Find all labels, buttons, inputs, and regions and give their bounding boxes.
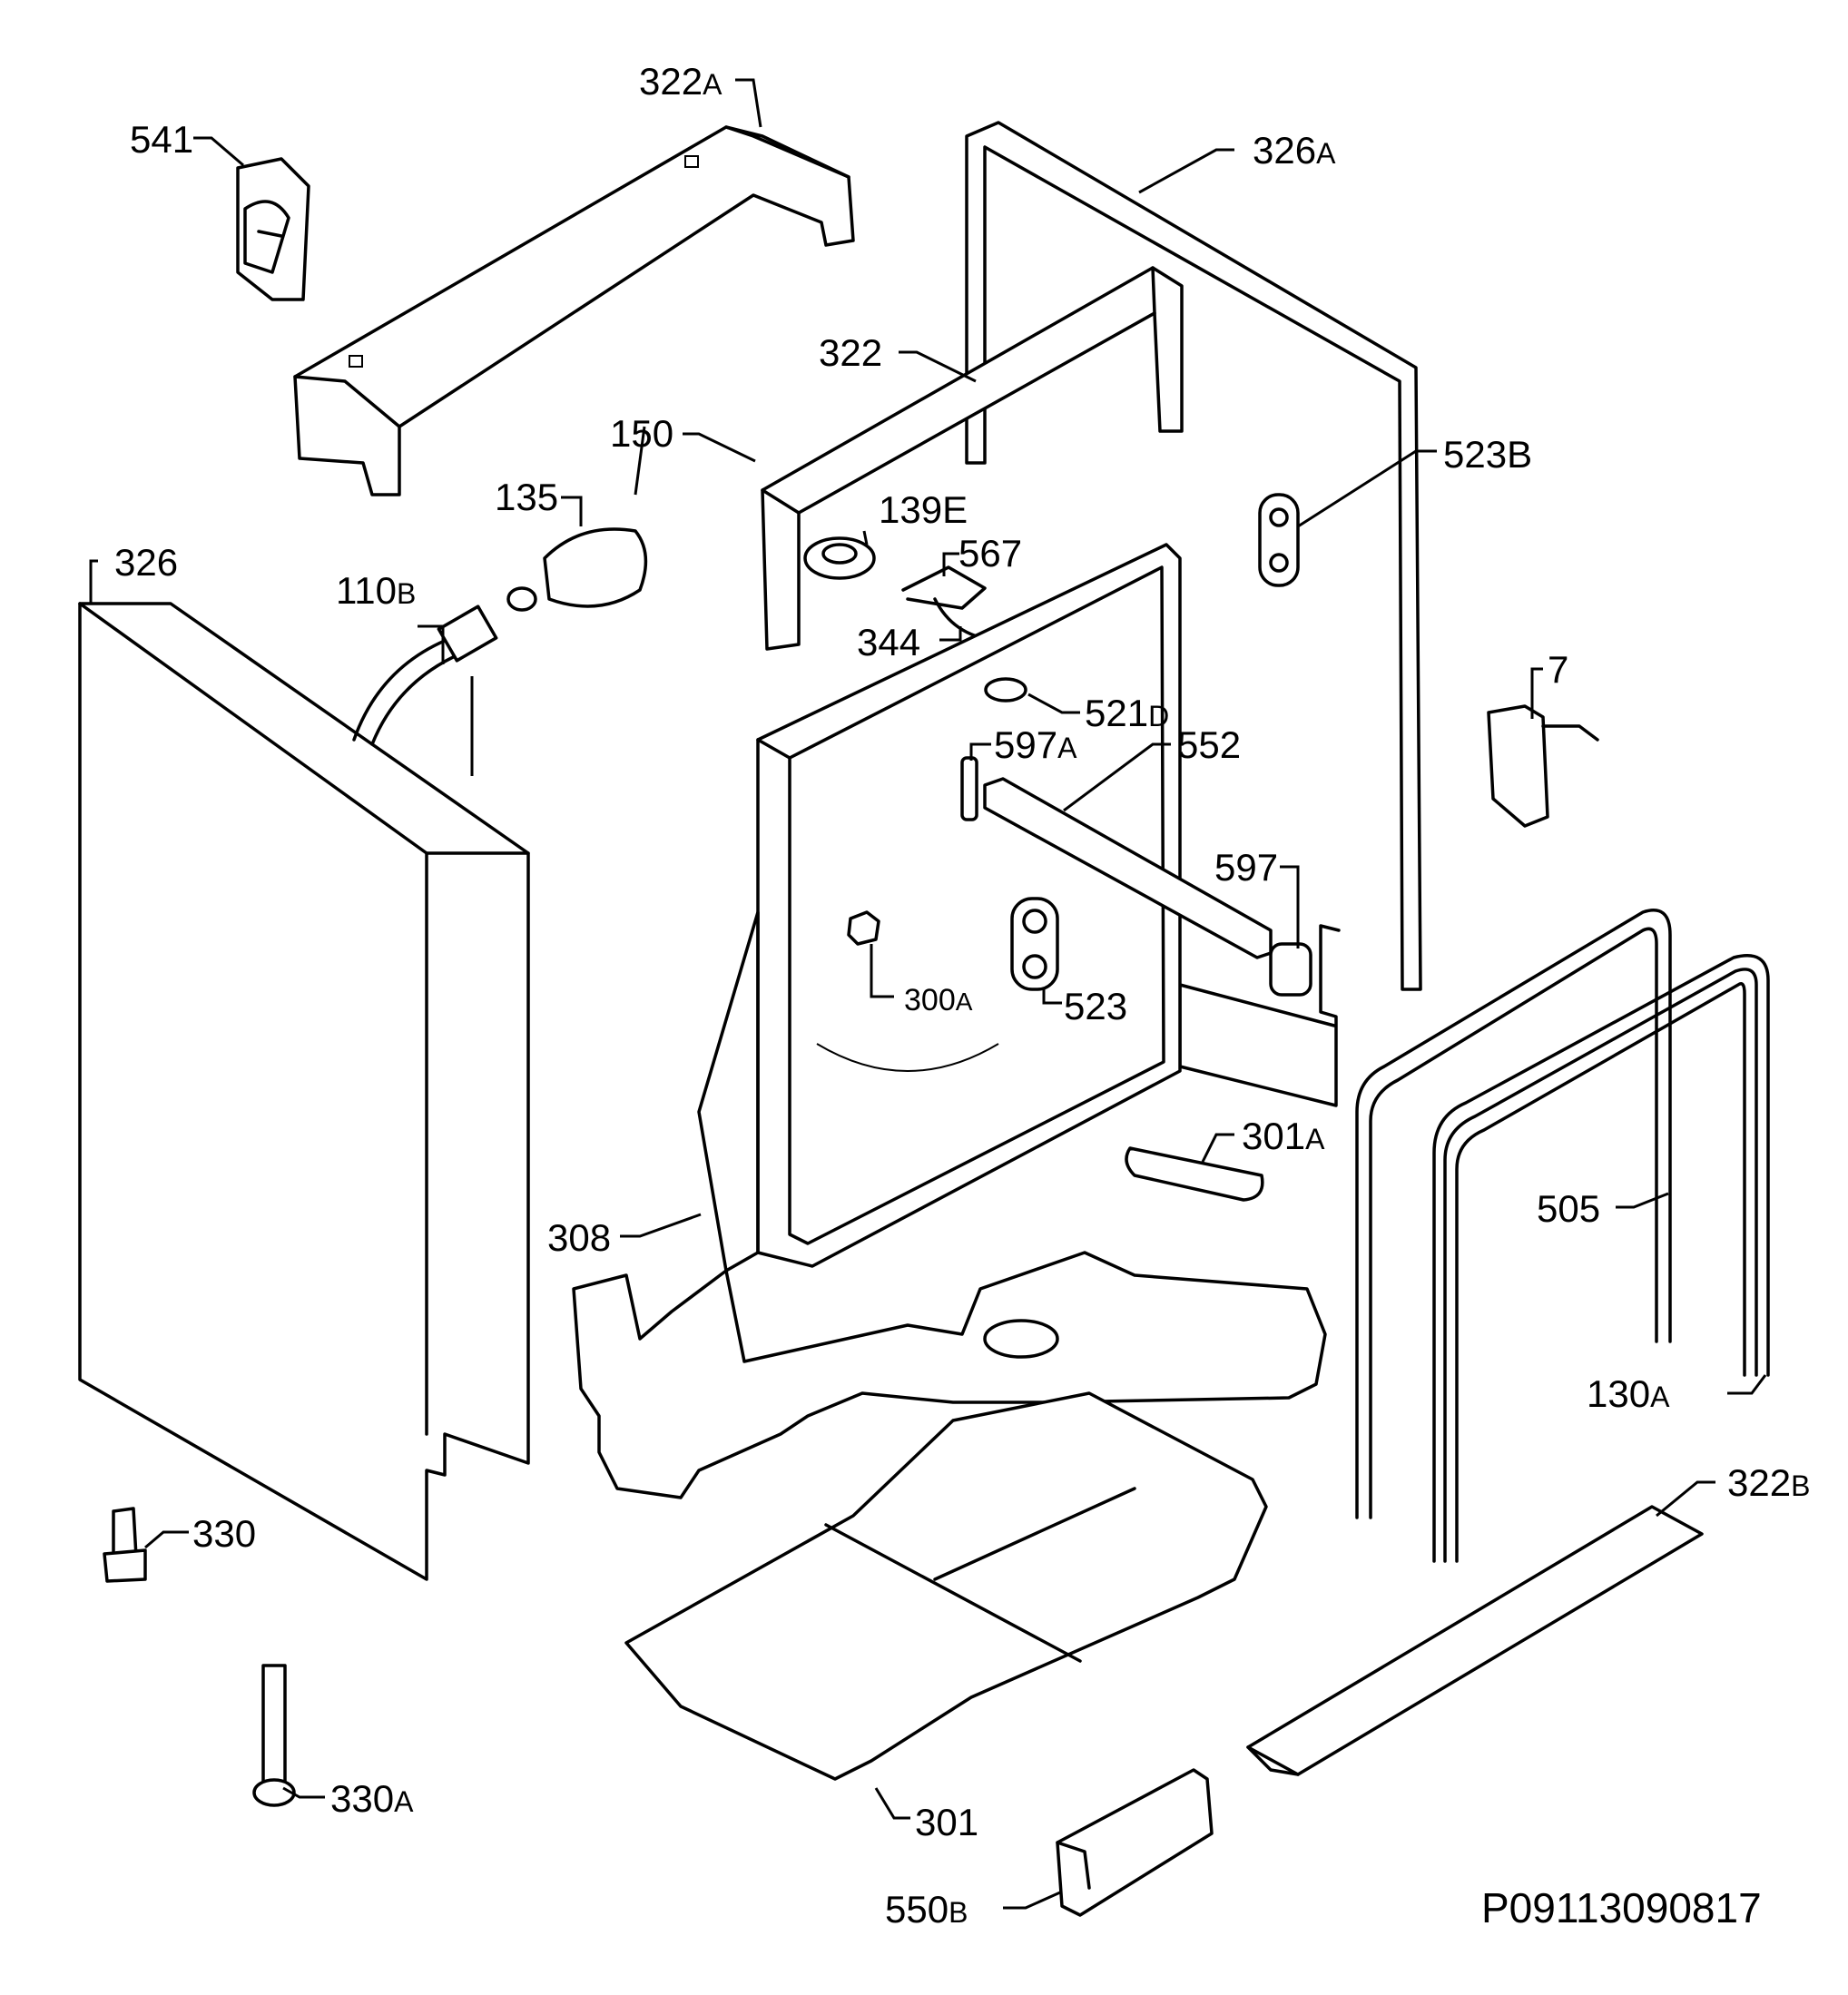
part-135-dispenser xyxy=(506,527,648,612)
label-150: 150 xyxy=(610,412,673,455)
part-base-assembly xyxy=(572,1251,1327,1499)
part-308-tub xyxy=(697,543,1182,1273)
part-330-screw xyxy=(103,1507,147,1583)
part-505-seal xyxy=(1355,909,1672,1519)
label-330: 330 xyxy=(192,1512,256,1555)
part-110B-hose xyxy=(352,604,498,746)
label-567: 567 xyxy=(958,532,1022,575)
label-521D: 521D xyxy=(1085,692,1169,734)
label-130A: 130A xyxy=(1587,1372,1670,1415)
part-322B-rail xyxy=(1246,1505,1704,1776)
part-130A-seal xyxy=(1432,954,1770,1563)
part-523-grommet xyxy=(1010,897,1059,991)
part-326-side-panel xyxy=(78,602,530,1581)
label-550B: 550B xyxy=(885,1888,968,1931)
label-523: 523 xyxy=(1064,985,1127,1027)
leader-lines xyxy=(89,78,1767,1910)
part-597-clip xyxy=(1269,942,1312,997)
label-322: 322 xyxy=(819,331,882,374)
label-523B: 523B xyxy=(1443,433,1532,476)
label-135: 135 xyxy=(495,476,558,518)
part-301-tray xyxy=(624,1391,1268,1781)
part-521D-ring xyxy=(984,677,1027,703)
part-597A-clip xyxy=(960,756,978,821)
label-301: 301 xyxy=(915,1801,978,1843)
label-308: 308 xyxy=(547,1216,611,1259)
label-7: 7 xyxy=(1548,648,1568,691)
part-550B-bracket xyxy=(1056,1768,1214,1917)
reference-code: P09113090817 xyxy=(1481,1884,1762,1931)
part-139E xyxy=(803,536,876,580)
part-322A-top-rail xyxy=(293,125,855,496)
label-541: 541 xyxy=(130,118,193,161)
part-330A-screw xyxy=(252,1664,296,1807)
label-326: 326 xyxy=(114,541,178,584)
part-541-clip xyxy=(236,157,310,301)
label-139E: 139E xyxy=(879,488,968,531)
label-552: 552 xyxy=(1177,723,1241,766)
label-322B: 322B xyxy=(1727,1461,1810,1504)
label-110B: 110B xyxy=(336,569,416,612)
label-344: 344 xyxy=(857,621,920,663)
label-330A: 330A xyxy=(330,1777,414,1820)
label-505: 505 xyxy=(1537,1187,1600,1230)
label-597A: 597A xyxy=(994,723,1077,766)
label-322A: 322A xyxy=(639,60,722,103)
part-301A-cover xyxy=(1125,1146,1264,1202)
part-7-bracket xyxy=(1487,704,1599,828)
label-301A: 301A xyxy=(1242,1115,1325,1157)
part-322-frame xyxy=(761,266,1184,651)
label-597: 597 xyxy=(1214,846,1278,889)
label-300A: 300A xyxy=(904,983,973,1017)
part-300A-nut xyxy=(847,910,880,946)
part-523B-grommet xyxy=(1258,493,1300,587)
label-326A: 326A xyxy=(1253,129,1336,172)
callout-labels: 541 322A 326A 322 150 135 139E 567 523B … xyxy=(114,60,1810,1931)
